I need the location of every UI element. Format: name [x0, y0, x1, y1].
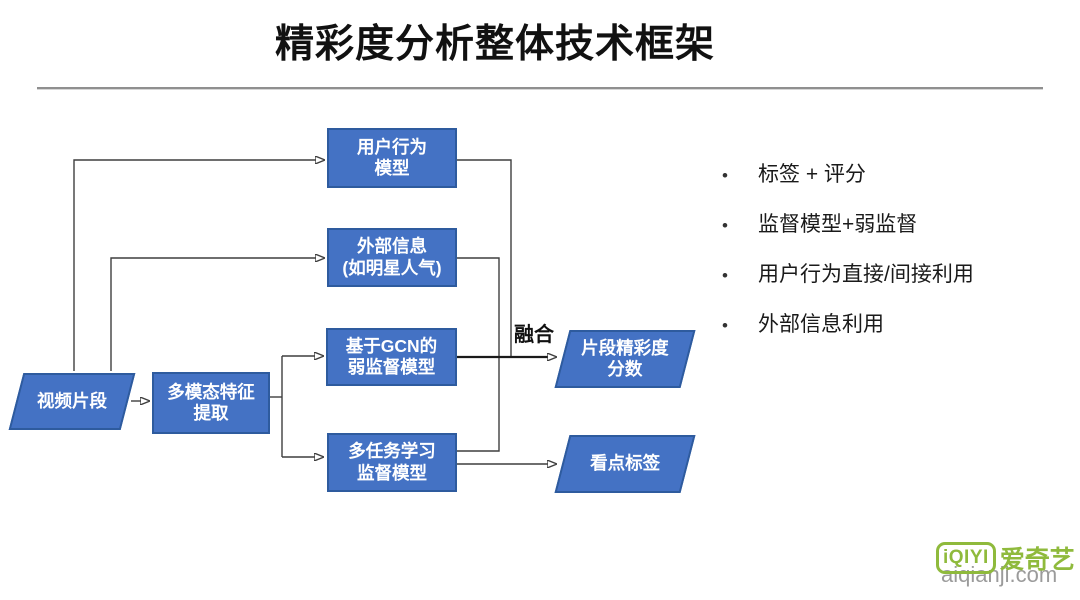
list-item: • 监督模型+弱监督: [722, 208, 974, 238]
bullet-icon: •: [722, 216, 728, 235]
node-multimodal-feature: 多模态特征 提取: [152, 372, 270, 434]
node-external-info: 外部信息 (如明星人气): [327, 228, 457, 287]
node-highlight-score: 片段精彩度 分数: [554, 330, 696, 388]
fusion-label: 融合: [514, 324, 554, 346]
node-video-clip: 视频片段: [8, 373, 136, 430]
slide-title: 精彩度分析整体技术框架: [274, 23, 715, 66]
bullet-icon: •: [722, 166, 728, 185]
node-highlight-score-label: 片段精彩度 分数: [581, 337, 669, 379]
list-item: • 外部信息利用: [722, 308, 974, 338]
edge-userbehavior-to-fusion: [457, 159, 512, 357]
list-item-label: 监督模型+弱监督: [758, 213, 918, 236]
iqiyi-logo: iQIYI 爱奇艺: [936, 540, 1075, 576]
iqiyi-logo-icon: iQIYI: [936, 542, 996, 574]
title-divider: [37, 87, 1043, 90]
node-multitask-model-label: 多任务学习 监督模型: [348, 441, 436, 483]
node-highlight-tag: 看点标签: [554, 435, 696, 493]
list-item: • 用户行为直接/间接利用: [722, 258, 974, 288]
watermark-text: aiqianji.com: [941, 562, 1058, 587]
list-item-label: 标签 + 评分: [758, 163, 866, 186]
edge-clip-to-externalinfo: [110, 258, 316, 371]
edge-externalinfo-multitask-to-fusion: [457, 257, 500, 452]
edge-clip-to-userbehavior: [73, 160, 316, 371]
node-user-behavior-model: 用户行为 模型: [327, 128, 457, 188]
iqiyi-logo-cn: 爱奇艺: [999, 546, 1075, 574]
list-item-label: 用户行为直接/间接利用: [758, 263, 974, 286]
node-multitask-model: 多任务学习 监督模型: [327, 433, 457, 492]
node-multimodal-feature-label: 多模态特征 提取: [167, 381, 255, 423]
list-item: • 标签 + 评分: [722, 158, 974, 188]
node-user-behavior-model-label: 用户行为 模型: [357, 136, 427, 178]
bullet-icon: •: [722, 316, 728, 335]
node-gcn-weak-model: 基于GCN的 弱监督模型: [326, 328, 457, 386]
key-points-list: • 标签 + 评分 • 监督模型+弱监督 • 用户行为直接/间接利用 • 外部信…: [722, 158, 974, 358]
bullet-icon: •: [722, 266, 728, 285]
node-video-clip-label: 视频片段: [37, 390, 107, 411]
list-item-label: 外部信息利用: [758, 313, 884, 336]
node-highlight-tag-label: 看点标签: [590, 453, 660, 474]
node-gcn-weak-model-label: 基于GCN的 弱监督模型: [345, 335, 438, 377]
node-external-info-label: 外部信息 (如明星人气): [342, 236, 442, 278]
